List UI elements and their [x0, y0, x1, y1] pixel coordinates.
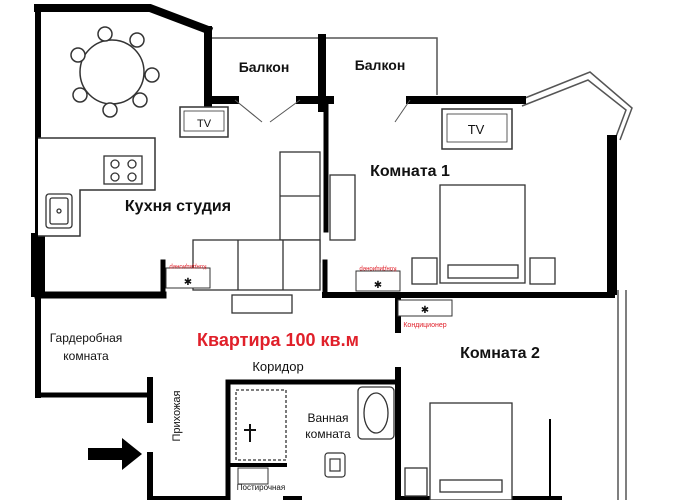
- ac-room1-label: Кондиционер: [359, 265, 397, 271]
- kitchen-counter: [38, 137, 156, 237]
- ac-kitchen: ✱ Кондиционер: [165, 263, 211, 289]
- snowflake-icon: ✱: [184, 277, 192, 288]
- laundry-label: Постирочная: [237, 483, 285, 492]
- ac-room1: ✱ Кондиционер: [355, 265, 401, 292]
- shower-icon: [235, 389, 287, 461]
- washing-machine: [237, 467, 269, 485]
- bathroom-label-line1: Ванная: [307, 411, 348, 425]
- snowflake-icon: ✱: [421, 305, 429, 316]
- sink-icon: [45, 193, 73, 229]
- plan-title: Квартира 100 кв.м: [197, 330, 359, 350]
- toilet-icon: [324, 452, 346, 478]
- entrance-arrow-icon: [88, 438, 142, 470]
- doors: [234, 99, 411, 123]
- room1-label: Комната 1: [370, 163, 450, 180]
- room2-bed: [404, 402, 513, 500]
- hall-label: Прихожая: [171, 390, 183, 441]
- tv-room1-label: TV: [468, 122, 485, 137]
- ac-room2-label: Кондиционер: [403, 322, 446, 329]
- ac-kitchen-label: Кондиционер: [169, 263, 207, 269]
- stove-icon: [103, 155, 143, 185]
- corridor-label: Коридор: [252, 359, 303, 374]
- balcony-right-label: Балкон: [355, 57, 406, 73]
- wardrobe-label-line2: комната: [63, 349, 109, 363]
- walls: [31, 4, 617, 500]
- sofa: [192, 151, 321, 314]
- room1-wardrobe: [329, 174, 356, 241]
- kitchen-label: Кухня студия: [125, 198, 231, 215]
- room2-label: Комната 2: [460, 345, 540, 362]
- bathtub-icon: [357, 386, 395, 440]
- tv-kitchen-label: TV: [197, 118, 212, 130]
- bathroom-label-line2: комната: [305, 427, 351, 441]
- tv-room1: TV: [441, 108, 513, 150]
- ac-room2: ✱ Кондиционер: [397, 299, 453, 329]
- tv-kitchen: TV: [179, 106, 229, 138]
- wardrobe-label-line1: Гардеробная: [50, 331, 123, 345]
- snowflake-icon: ✱: [374, 280, 382, 291]
- room1-bed: [411, 184, 556, 285]
- dining-table: [70, 26, 160, 118]
- balcony-left-label: Балкон: [239, 59, 290, 75]
